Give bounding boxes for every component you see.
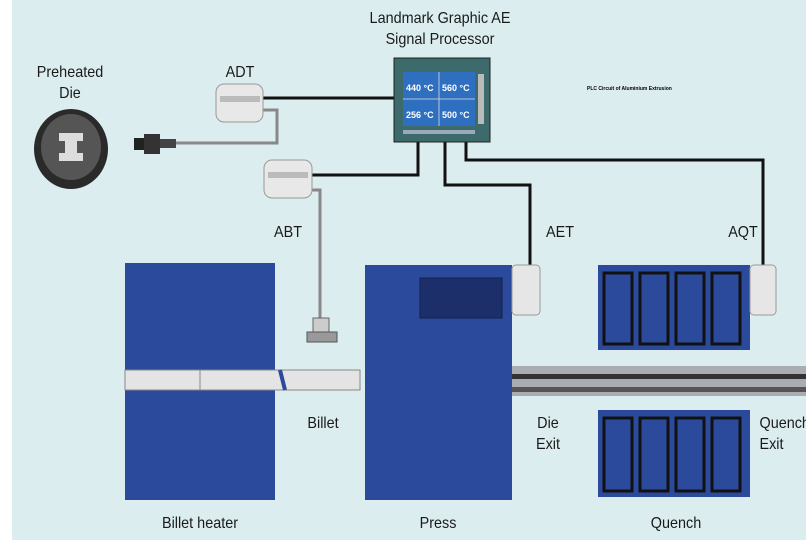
extrusion-rails <box>512 366 806 396</box>
label-abt: ABT <box>273 224 303 241</box>
label-billet: Billet <box>307 415 339 432</box>
label-preheated-die: Preheated Die <box>36 64 104 102</box>
display-temp-2: 560 °C <box>442 83 470 93</box>
cable-aet <box>443 142 532 268</box>
quench-slot <box>638 416 670 493</box>
billet <box>124 369 361 391</box>
aqt-sensor <box>749 264 777 316</box>
quench-slot <box>674 271 706 346</box>
cable-abt <box>305 142 420 177</box>
label-adt: ADT <box>225 64 255 81</box>
label-press: Press <box>419 515 457 532</box>
cable-die-probe <box>175 108 279 145</box>
quench-slot <box>674 416 706 493</box>
caption: PLC Circuit of Aluminium Extrusion <box>587 86 672 92</box>
quench-slot <box>710 416 742 493</box>
display-temp-3: 256 °C <box>406 110 434 120</box>
quench-slot <box>602 416 634 493</box>
abt-transmitter <box>263 159 313 199</box>
abt-probe <box>306 317 338 343</box>
die-probe <box>134 134 176 154</box>
quench-top <box>598 265 750 350</box>
quench-slot <box>638 271 670 346</box>
label-aet: AET <box>545 224 575 241</box>
processor-title: Landmark Graphic AE Signal Processor <box>369 10 511 48</box>
press <box>365 265 512 500</box>
signal-processor: 440 °C 560 °C 256 °C 500 °C <box>393 57 491 143</box>
label-quench-exit: Quench Exit <box>759 415 806 453</box>
quench-slot <box>710 271 742 346</box>
cable-billet-probe <box>312 188 322 320</box>
probe-cables <box>175 108 322 320</box>
display-temp-4: 500 °C <box>442 110 470 120</box>
quench-bottom <box>598 410 750 497</box>
label-aqt: AQT <box>728 224 758 241</box>
cable-aqt <box>464 142 765 268</box>
label-quench: Quench <box>650 515 702 532</box>
adt-transmitter <box>215 83 264 123</box>
quench-slot <box>602 271 634 346</box>
left-margin <box>0 0 12 540</box>
display-temp-1: 440 °C <box>406 83 434 93</box>
label-billet-heater: Billet heater <box>161 515 239 532</box>
signal-cables <box>262 96 765 268</box>
preheated-die <box>34 109 108 189</box>
aet-sensor <box>511 264 541 316</box>
label-die-exit: Die Exit <box>535 415 560 453</box>
